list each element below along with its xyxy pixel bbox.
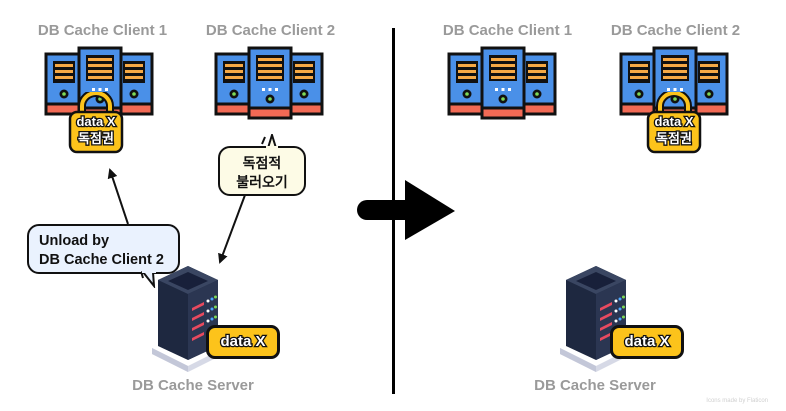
- bubble-tail-blue: [140, 270, 156, 288]
- data-x-tag-after: data X: [610, 325, 684, 359]
- unload-arrow: [107, 168, 129, 225]
- lock-line1: data X: [75, 113, 117, 131]
- client1-label-before: DB Cache Client 1: [37, 22, 168, 39]
- lock-line2: 독점권: [77, 130, 115, 148]
- data-x-tag-before: data X: [206, 325, 280, 359]
- exclusive-load-arrow-tail: [261, 136, 266, 145]
- client2-label-before: DB Cache Client 2: [205, 22, 336, 39]
- server-label-before: DB Cache Server: [132, 377, 254, 394]
- client2-label-after: DB Cache Client 2: [610, 22, 741, 39]
- lock-line2: 독점권: [655, 130, 693, 148]
- right-arrow-icon: [357, 180, 455, 240]
- unload-line2: DB Cache Client 2: [39, 252, 164, 268]
- unload-bubble: Unload by DB Cache Client 2: [27, 224, 180, 274]
- exclusive-load-arrow: [218, 194, 246, 264]
- unload-line1: Unload by: [39, 233, 110, 249]
- client1-label-after: DB Cache Client 1: [442, 22, 573, 39]
- icon-credit: Icons made by Flaticon: [706, 398, 768, 404]
- lock-line1: data X: [653, 113, 695, 131]
- exclusive-lock-icon-before: data X 독점권: [68, 92, 124, 154]
- db-cache-server-icon-after: [560, 266, 632, 372]
- server-label-after: DB Cache Server: [534, 377, 656, 394]
- exclusive-load-bubble: 독점적 불러오기: [218, 146, 306, 196]
- client1-server-icon-after: [447, 46, 557, 120]
- exclusive-load-line1: 독점적: [242, 155, 282, 171]
- db-cache-server-icon-before: [152, 266, 224, 372]
- exclusive-load-line2: 불러오기: [236, 174, 288, 190]
- exclusive-lock-icon-after: data X 독점권: [646, 92, 702, 154]
- bubble-tail-yellow: [266, 134, 278, 150]
